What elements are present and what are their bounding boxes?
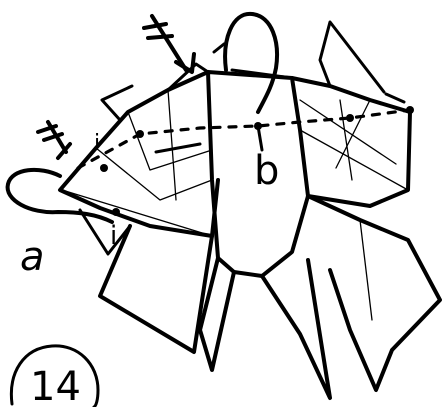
b-pointer bbox=[258, 126, 262, 150]
loop-left-icon bbox=[8, 170, 112, 222]
left-wing bbox=[60, 72, 218, 236]
label-i-left: i bbox=[110, 221, 117, 251]
right-back-leg bbox=[262, 260, 330, 398]
label-b: b bbox=[254, 148, 279, 194]
left-wing-crease-4 bbox=[168, 90, 176, 200]
right-wing-crease-1 bbox=[300, 130, 408, 190]
right-wing-top-flap bbox=[320, 22, 384, 92]
right-leg-crease bbox=[360, 220, 372, 320]
right-wing-tip bbox=[386, 94, 404, 102]
arrow-down-right-icon bbox=[144, 16, 194, 72]
loop-top-icon bbox=[225, 14, 277, 112]
label-i-right: i bbox=[94, 131, 100, 156]
top-strip-mark bbox=[214, 44, 224, 52]
right-front-leg bbox=[308, 196, 440, 390]
label-a: a bbox=[20, 234, 45, 280]
left-wing-stroke bbox=[156, 144, 200, 152]
step-number: 14 bbox=[30, 364, 81, 407]
arrow-down-left-icon bbox=[38, 122, 70, 158]
